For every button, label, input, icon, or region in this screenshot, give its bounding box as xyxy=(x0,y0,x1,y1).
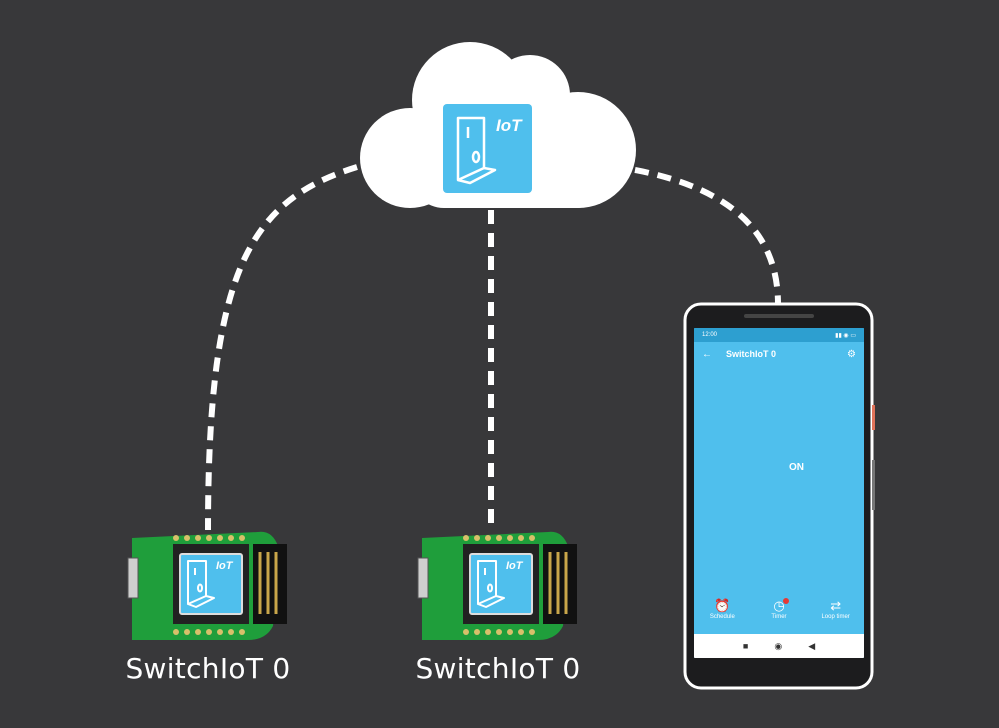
status-bar: 12:00 ▮▮ ◉ ▭ xyxy=(694,328,864,342)
tab-loop-timer[interactable]: ⇄ Loop timer xyxy=(808,598,864,634)
tab-label: Schedule xyxy=(709,614,735,620)
app-title: SwitchIoT 0 xyxy=(726,349,777,359)
back-arrow-icon[interactable]: ← xyxy=(702,348,712,360)
status-time: 12:00 xyxy=(702,332,718,338)
board-center xyxy=(417,531,577,640)
android-nav-bar: ■ ◉ ◀ xyxy=(694,634,864,658)
home-button[interactable]: ◉ xyxy=(774,640,783,651)
bottom-tabs: ⏰ Schedule ◷ Timer ⇄ Loop timer xyxy=(694,598,864,634)
gear-icon[interactable]: ⚙ xyxy=(847,348,856,360)
board-left-label: SwitchIoT 0 xyxy=(125,652,291,685)
board-center-iot-text: IoT xyxy=(506,560,523,572)
stopwatch-icon: ◷ xyxy=(773,598,789,614)
tab-timer[interactable]: ◷ Timer xyxy=(751,598,807,634)
app-bar: ← SwitchIoT 0 ⚙ xyxy=(694,342,864,366)
edge-cloud-phone xyxy=(634,167,781,305)
repeat-icon: ⇄ xyxy=(830,598,842,613)
tab-schedule[interactable]: ⏰ Schedule xyxy=(694,598,750,634)
cloud-switch-badge xyxy=(443,104,532,193)
tab-label: Timer xyxy=(771,614,787,620)
notification-badge xyxy=(782,598,789,604)
board-center-label: SwitchIoT 0 xyxy=(415,652,581,685)
switch-state-label: ON xyxy=(789,462,804,473)
status-icons: ▮▮ ◉ ▭ xyxy=(835,332,856,339)
board-left-iot-text: IoT xyxy=(216,560,233,572)
back-button[interactable]: ◀ xyxy=(808,640,816,651)
alarm-clock-icon: ⏰ xyxy=(714,598,731,613)
phone-screen: 12:00 ▮▮ ◉ ▭ ← SwitchIoT 0 ⚙ ON ⏰ Schedu… xyxy=(694,328,864,658)
edge-cloud-board-left xyxy=(205,164,358,531)
recents-button[interactable]: ■ xyxy=(742,641,749,651)
board-left xyxy=(127,531,287,640)
cloud-iot-text: IoT xyxy=(496,116,522,135)
tab-label: Loop timer xyxy=(821,614,850,620)
toggle-switch-icon xyxy=(456,116,497,185)
